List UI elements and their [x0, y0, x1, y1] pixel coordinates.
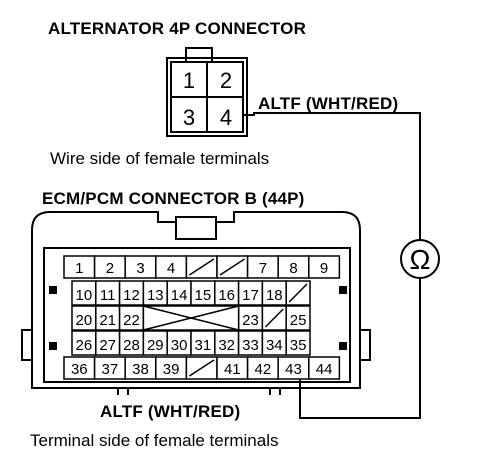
empty-cavity-slash: [288, 283, 308, 303]
terminal-number: 21: [99, 312, 116, 329]
ecm-connector-housing: [21, 211, 371, 395]
terminal-number: 26: [76, 337, 93, 354]
terminal-cell: [308, 255, 341, 279]
terminal-number: 11: [100, 287, 116, 304]
alternator-pin: 2: [220, 68, 232, 93]
alternator-pin: 3: [183, 105, 195, 130]
terminal-cell: [285, 330, 311, 356]
terminal-cell: [308, 356, 341, 380]
ohmmeter: [400, 239, 440, 279]
terminal-number: 30: [171, 337, 188, 354]
terminal-number: 18: [266, 287, 283, 304]
terminal-number: 1: [75, 260, 83, 277]
terminal-number: 37: [102, 361, 119, 378]
terminal-number: 16: [218, 287, 235, 304]
ecm-connector-title: ECM/PCM CONNECTOR B (44P): [42, 189, 305, 208]
terminal-number: 13: [147, 287, 164, 304]
terminal-number: 29: [147, 337, 164, 354]
empty-cavity-slash: [188, 258, 215, 276]
ohm-icon: Ω: [410, 244, 431, 275]
alternator-wire-label: ALTF (WHT/RED): [258, 94, 399, 113]
ecm-wire-label: ALTF (WHT/RED): [100, 402, 241, 421]
terminal-number: 8: [289, 260, 297, 277]
terminal-number: 38: [132, 361, 149, 378]
terminal-number: 36: [71, 361, 88, 378]
alternator-caption: Wire side of female terminals: [50, 149, 270, 168]
alternator-pin: 4: [220, 105, 232, 130]
terminal-number: 39: [163, 361, 180, 378]
empty-cavity-slash: [219, 258, 246, 276]
terminal-number: 35: [290, 337, 307, 354]
terminal-number: 20: [76, 312, 93, 329]
terminal-cell: [285, 305, 311, 331]
terminal-number: 33: [242, 337, 259, 354]
terminal-number: 2: [106, 260, 114, 277]
terminal-number: 22: [123, 312, 140, 329]
terminal-number: 44: [316, 361, 333, 378]
test-wire: [244, 112, 421, 419]
terminal-number: 3: [136, 260, 144, 277]
terminal-number: 34: [266, 337, 283, 354]
ecm-caption: Terminal side of female terminals: [30, 431, 279, 450]
terminal-number: 17: [242, 287, 259, 304]
terminal-number: 25: [290, 312, 307, 329]
terminal-number: 10: [76, 287, 93, 304]
terminal-number: 41: [224, 361, 241, 378]
alternator-connector-title: ALTERNATOR 4P CONNECTOR: [48, 19, 307, 38]
terminal-number: 7: [259, 260, 267, 277]
alternator-pin: 1: [183, 68, 195, 93]
terminal-number: 32: [218, 337, 235, 354]
terminal-number: 31: [195, 337, 212, 354]
empty-cavity-slash: [188, 359, 215, 377]
terminal-number: 12: [123, 287, 140, 304]
terminal-number: 14: [171, 287, 188, 304]
terminal-number: 4: [167, 260, 175, 277]
unused-block-cross: [143, 305, 239, 331]
terminal-number: 28: [123, 337, 140, 354]
empty-cavity-slash: [264, 308, 284, 328]
terminal-number: 9: [320, 260, 328, 277]
terminal-number: 15: [195, 287, 212, 304]
terminal-number: 42: [255, 361, 272, 378]
terminal-number: 23: [242, 312, 259, 329]
terminal-number: 27: [99, 337, 116, 354]
alternator-connector: [166, 47, 248, 137]
terminal-number: 43: [285, 361, 302, 378]
